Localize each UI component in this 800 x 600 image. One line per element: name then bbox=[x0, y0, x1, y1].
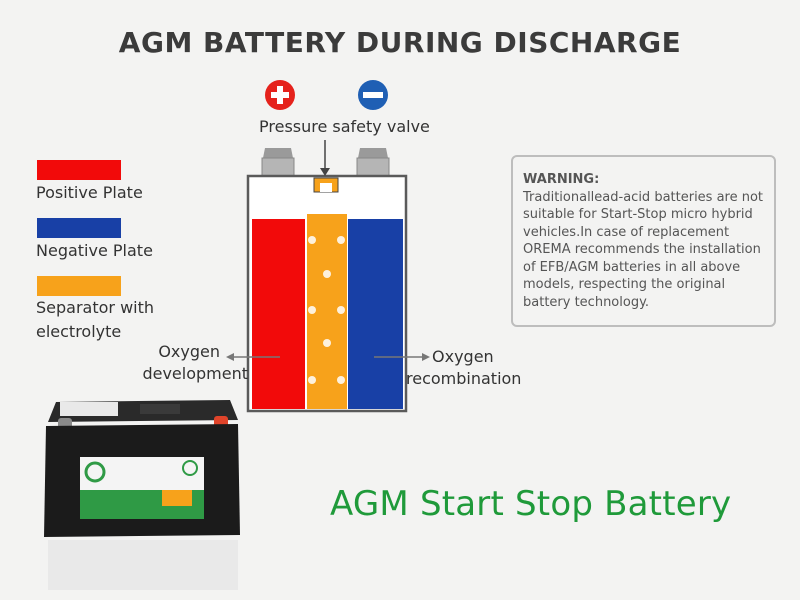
diagram-title: AGM BATTERY DURING DISCHARGE bbox=[118, 26, 682, 59]
plus-icon bbox=[265, 80, 295, 110]
legend-swatch-separator bbox=[37, 276, 121, 296]
oxygen-recombination-line2: recombination bbox=[406, 369, 522, 388]
legend-label-negative: Negative Plate bbox=[36, 241, 153, 260]
electrolyte-bubbles bbox=[308, 236, 345, 384]
oxygen-development-line2: development bbox=[142, 364, 248, 383]
legend-label-separator: Separator with electrolyte bbox=[36, 298, 155, 341]
negative-plate bbox=[348, 219, 403, 409]
pressure-valve-label: Pressure safety valve bbox=[259, 117, 430, 136]
oxygen-recombination-label: Oxygen recombination bbox=[406, 346, 521, 390]
product-label: AGM Start Stop Battery bbox=[330, 484, 732, 524]
legend-label-positive: Positive Plate bbox=[36, 183, 143, 202]
warning-title: WARNING: bbox=[523, 172, 600, 187]
oxygen-recombination-arrow bbox=[374, 353, 430, 361]
legend-swatch-negative bbox=[37, 218, 121, 238]
oxygen-development-line1: Oxygen bbox=[158, 342, 220, 361]
warning-body: Traditionallead-acid batteries are not s… bbox=[523, 189, 764, 310]
minus-icon bbox=[358, 80, 388, 110]
positive-plate bbox=[252, 219, 305, 409]
legend-swatch-positive bbox=[37, 160, 121, 180]
agm-battery-product-image bbox=[44, 400, 240, 590]
warning-box: WARNING: Traditionallead-acid batteries … bbox=[511, 155, 776, 327]
oxygen-development-arrow bbox=[226, 353, 280, 361]
oxygen-development-label: Oxygen development bbox=[138, 341, 248, 385]
pressure-safety-valve bbox=[313, 140, 339, 193]
oxygen-recombination-line1: Oxygen bbox=[432, 347, 494, 366]
